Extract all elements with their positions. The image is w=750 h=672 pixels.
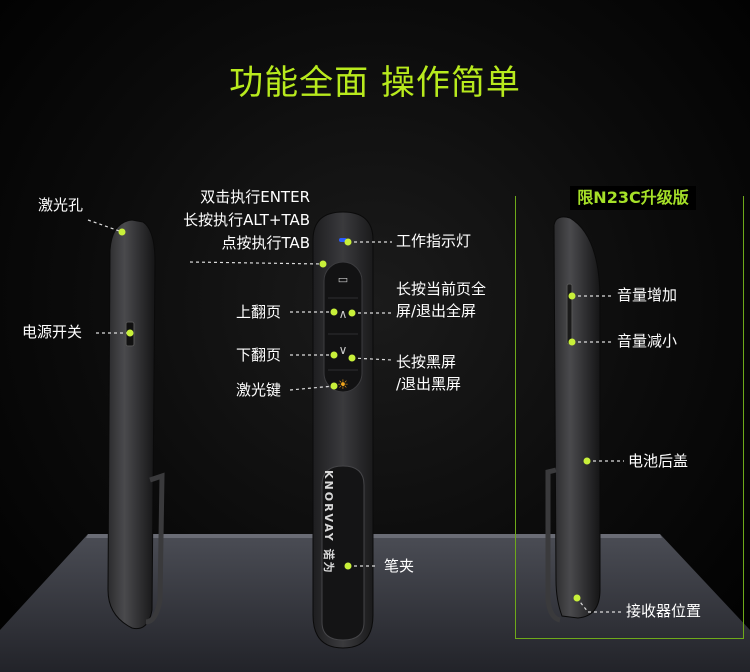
label-vol-up: 音量增加 [617, 286, 678, 304]
label-power-switch: 电源开关 [22, 323, 83, 341]
svg-text:∧: ∧ [339, 307, 348, 321]
remote-front-view: ▭ ∧ ∨ ☀ [312, 211, 374, 649]
label-page-up: 上翻页 [236, 303, 282, 321]
label-blackscreen-1: 长按黑屏 [396, 353, 457, 371]
label-receiver-slot: 接收器位置 [626, 602, 702, 620]
label-double-enter: 双击执行ENTER [200, 188, 310, 206]
remote-right-side-view [545, 216, 601, 623]
upgrade-badge: 限N23C升级版 [570, 186, 696, 210]
pen-clip-part [321, 465, 365, 641]
remote-left-side-view [107, 219, 165, 630]
label-blackscreen-2: /退出黑屏 [396, 375, 462, 393]
svg-text:☀: ☀ [337, 378, 349, 393]
label-battery-cover: 电池后盖 [628, 452, 689, 470]
label-tap-tab: 点按执行TAB [221, 234, 310, 252]
brand-logo-text: KNORVAY 诺为 [322, 470, 335, 575]
label-long-alt-tab: 长按执行ALT+TAB [183, 211, 310, 229]
label-pen-clip: 笔夹 [384, 557, 415, 575]
label-fullscreen-1: 长按当前页全 [396, 280, 487, 298]
label-indicator: 工作指示灯 [396, 232, 472, 250]
callout-lines [87, 219, 624, 613]
label-laser-hole: 激光孔 [38, 196, 84, 214]
page-title: 功能全面 操作简单 [229, 63, 521, 103]
svg-text:▭: ▭ [338, 273, 348, 286]
upgrade-frame [515, 196, 744, 639]
label-page-down: 下翻页 [236, 346, 282, 364]
label-vol-down: 音量减小 [617, 332, 678, 350]
label-laser-key: 激光键 [236, 381, 282, 399]
svg-text:∨: ∨ [339, 343, 348, 357]
label-fullscreen-2: 屏/退出全屏 [396, 302, 477, 320]
callout-dots [118, 228, 591, 602]
